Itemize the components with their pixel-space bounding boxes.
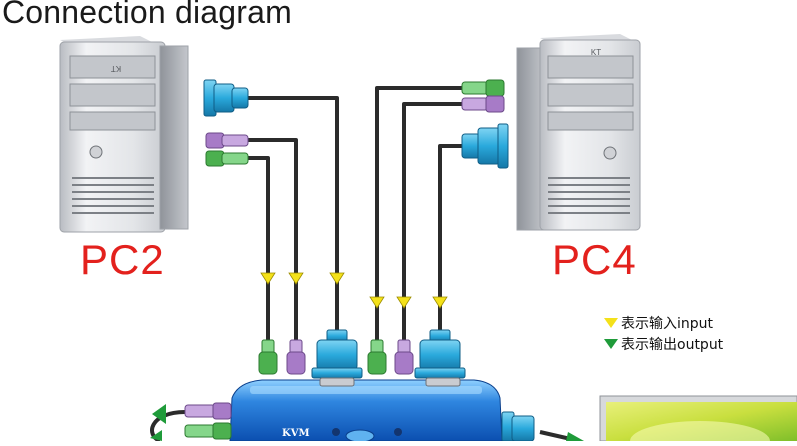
legend-output-text: 表示输出output bbox=[621, 336, 724, 353]
kvm-vga-plug-left bbox=[311, 329, 363, 379]
kvm-brand: KVM bbox=[282, 428, 310, 439]
output-arrow-mouse bbox=[150, 430, 162, 441]
input-arrow-5 bbox=[396, 296, 412, 309]
kvm-ps2-purple-plug-right bbox=[394, 339, 414, 375]
kvm-ps2-green-plug-left bbox=[258, 339, 278, 375]
input-arrow-2 bbox=[288, 272, 304, 285]
pc4-tower: KT bbox=[516, 34, 641, 231]
pc2-ps2-green-cable bbox=[248, 156, 270, 342]
kvm-output-ps2-connectors bbox=[150, 402, 232, 441]
output-arrow-monitor bbox=[566, 432, 584, 441]
legend-input-row: 表示输入input bbox=[604, 312, 774, 333]
pc2-tower: KT bbox=[59, 36, 189, 233]
output-arrow-keyboard bbox=[152, 404, 166, 424]
output-arrow-icon bbox=[604, 338, 618, 349]
kvm-vga-plug-right bbox=[414, 329, 466, 379]
pc4-ps2-purple-connector bbox=[461, 95, 505, 113]
pc2-ps2-green-connector bbox=[205, 150, 249, 167]
legend-output-row: 表示输出output bbox=[604, 333, 774, 354]
kvm-output-vga-connector bbox=[501, 411, 584, 442]
pc2-vga-cable bbox=[248, 96, 339, 332]
input-arrow-icon bbox=[604, 317, 618, 328]
legend: 表示输入input 表示输出output bbox=[604, 312, 774, 358]
diagram-title: Connection diagram bbox=[2, 0, 292, 30]
pc4-vga-connector bbox=[461, 123, 509, 169]
kvm-ps2-green-plug-right bbox=[367, 339, 387, 375]
pc2-badge: KT bbox=[111, 64, 121, 73]
legend-input-text: 表示输入input bbox=[621, 315, 714, 332]
kvm-switch: KVM bbox=[229, 377, 503, 443]
input-arrow-1 bbox=[260, 272, 276, 285]
monitor bbox=[599, 395, 797, 446]
input-arrow-4 bbox=[369, 296, 385, 309]
pc2-vga-connector bbox=[203, 79, 249, 117]
pc2-ps2-purple-connector bbox=[205, 132, 249, 149]
input-arrows bbox=[260, 272, 448, 309]
pc4-ps2-green-cable bbox=[375, 86, 462, 342]
pc2-ps2-purple-cable bbox=[248, 138, 298, 342]
pc4-label: PC4 bbox=[552, 236, 637, 283]
input-arrow-6 bbox=[432, 296, 448, 309]
kvm-ps2-purple-plug-left bbox=[286, 339, 306, 375]
pc4-ps2-purple-cable bbox=[402, 102, 462, 342]
pc2-label: PC2 bbox=[80, 236, 165, 283]
pc4-ps2-green-connector bbox=[461, 79, 505, 97]
input-arrow-3 bbox=[329, 272, 345, 285]
pc4-vga-cable bbox=[438, 144, 462, 332]
pc4-badge: KT bbox=[591, 48, 601, 57]
